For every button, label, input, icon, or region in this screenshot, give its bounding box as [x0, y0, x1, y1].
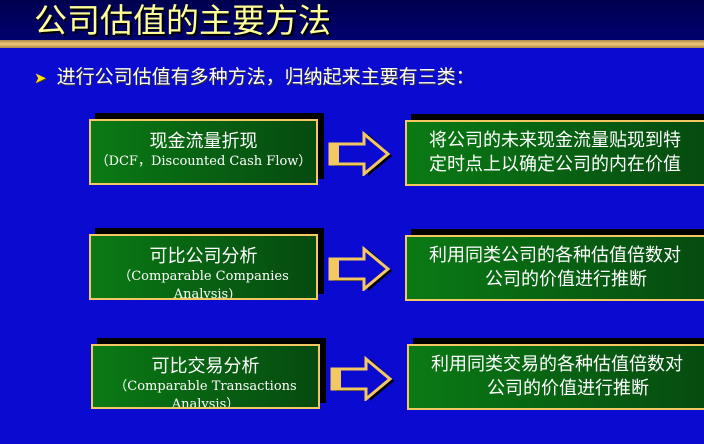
divider	[0, 40, 704, 48]
desc-line: 公司的价值进行推断	[487, 378, 649, 399]
method-box-comparable-companies: 可比公司分析 （Comparable Companies Analysis)	[89, 234, 318, 300]
bullet-arrow-icon: ➤	[34, 69, 47, 87]
desc-line: 公司的价值进行推断	[485, 269, 647, 290]
intro-text: 进行公司估值有多种方法，归纳起来主要有三类：	[56, 66, 475, 88]
method-box-comparable-transactions: 可比交易分析 （Comparable Transactions Analysis…	[91, 344, 320, 409]
method-name: 可比公司分析	[149, 246, 258, 267]
intro-bullet: ➤ 进行公司估值有多种方法，归纳起来主要有三类：	[34, 62, 475, 89]
method-box-dcf: 现金流量折现 （DCF，Discounted Cash Flow）	[89, 119, 318, 185]
arrow-right-icon	[328, 245, 392, 291]
desc-line: 利用同类公司的各种估值倍数对	[429, 245, 681, 266]
method-sub: （Comparable Companies Analysis)	[118, 269, 289, 300]
method-sub: （DCF，Discounted Cash Flow）	[95, 154, 312, 169]
arrow-right-icon	[328, 130, 392, 176]
desc-line: 将公司的未来现金流量贴现到特	[429, 130, 681, 151]
method-name: 现金流量折现	[149, 131, 258, 152]
slide-title: 公司估值的主要方法	[34, 1, 331, 40]
desc-line: 定时点上以确定公司的内在价值	[429, 154, 681, 175]
method-desc-comparable-transactions: 利用同类交易的各种估值倍数对公司的价值进行推断	[407, 344, 704, 410]
method-sub: （Comparable Transactions Analysis）	[114, 379, 297, 409]
title-bar	[0, 0, 704, 40]
method-name: 可比交易分析	[151, 356, 260, 377]
method-desc-comparable-companies: 利用同类公司的各种估值倍数对公司的价值进行推断	[405, 235, 704, 301]
method-desc-dcf: 将公司的未来现金流量贴现到特定时点上以确定公司的内在价值	[405, 120, 704, 186]
desc-line: 利用同类交易的各种估值倍数对	[431, 354, 683, 375]
arrow-right-icon	[330, 355, 394, 401]
